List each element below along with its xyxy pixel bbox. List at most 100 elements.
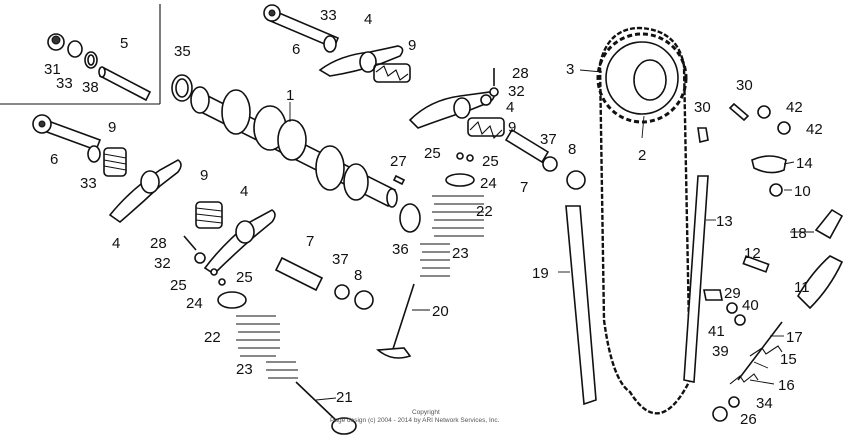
- callout-label: 3: [566, 61, 574, 78]
- pin-12: [742, 255, 770, 273]
- callout-label: 5: [120, 35, 128, 52]
- callout-label: 32: [508, 83, 525, 100]
- adjuster-28-lower: [183, 235, 206, 264]
- retainer-24-left: [217, 291, 247, 309]
- pushrod-17: [737, 321, 783, 381]
- callout-label: 1: [286, 87, 294, 104]
- callout-label: 23: [452, 245, 469, 262]
- nut-34: [728, 396, 740, 408]
- callout-label: 25: [170, 277, 187, 294]
- callout-label: 24: [480, 175, 497, 192]
- callout-label: 37: [540, 131, 557, 148]
- callout-label: 30: [736, 77, 753, 94]
- valve-spring-23-right: [420, 243, 450, 277]
- callout-label: 19: [532, 265, 549, 282]
- cotter-25-c: [210, 268, 218, 276]
- callout-label: 32: [154, 255, 171, 272]
- valve-spring-23-left: [266, 361, 298, 379]
- callout-label: 28: [512, 65, 529, 82]
- callout-label: 6: [292, 41, 300, 58]
- cam-chain: [598, 26, 692, 415]
- cap-8-lower: [354, 290, 374, 310]
- callout-label: 42: [786, 99, 803, 116]
- valve-21: [295, 381, 357, 435]
- cotter-25-b: [466, 154, 474, 162]
- nut-42b: [777, 121, 791, 135]
- callout-label: 31: [44, 61, 61, 78]
- callout-label: 7: [306, 233, 314, 250]
- retainer-24-right: [445, 173, 475, 187]
- callout-label: 11: [794, 279, 810, 296]
- callout-label: 20: [432, 303, 449, 320]
- bolt-29: [703, 289, 723, 301]
- valve-spring-22-left: [236, 315, 280, 357]
- nut-10: [769, 183, 783, 197]
- nut-41: [734, 314, 746, 326]
- valve-20: [376, 283, 415, 359]
- callout-label: 37: [332, 251, 349, 268]
- callouts: 1 2 3 4 4 4 4 5 6 6 7 7 8 8 9 9 9 9 10 1…: [44, 7, 823, 428]
- nut-40: [726, 302, 738, 314]
- callout-label: 35: [174, 43, 191, 60]
- pin-27: [392, 174, 406, 186]
- callout-label: 34: [756, 395, 773, 412]
- callout-label: 12: [744, 245, 761, 262]
- callout-label: 9: [408, 37, 416, 54]
- callout-label: 39: [712, 343, 729, 360]
- cap-8-upper: [566, 170, 586, 190]
- rocker-arm-center: [203, 209, 276, 276]
- callout-label: 42: [806, 121, 823, 138]
- callout-label: 33: [320, 7, 337, 24]
- callout-label: 16: [778, 377, 795, 394]
- rocker-shaft-lower: [32, 114, 102, 152]
- callout-label: 4: [240, 183, 248, 200]
- callout-label: 25: [482, 153, 499, 170]
- cotter-25-a: [456, 152, 464, 160]
- spring-16: [729, 373, 759, 385]
- callout-label: 4: [364, 11, 372, 28]
- bolt-26: [712, 406, 728, 422]
- plate-14: [751, 155, 787, 174]
- guide-19: [565, 205, 597, 406]
- callout-label: 26: [740, 411, 757, 428]
- callout-label: 25: [424, 145, 441, 162]
- cam-sprocket: [596, 32, 688, 124]
- callout-label: 41: [708, 323, 725, 340]
- guide-13: [683, 175, 709, 383]
- callout-label: 40: [742, 297, 759, 314]
- spring-9-left: [103, 147, 127, 177]
- nut-37-upper: [542, 156, 558, 172]
- copyright-notice: Copyright Page design (c) 2004 - 2014 by…: [330, 409, 500, 424]
- rocker-pin-upper: [504, 128, 550, 164]
- camshaft: [190, 86, 398, 208]
- callout-label: 23: [236, 361, 253, 378]
- callout-label: 18: [790, 225, 807, 242]
- callout-label: 36: [392, 241, 409, 258]
- copyright-line-1: Copyright: [412, 409, 440, 416]
- nut-42a: [757, 105, 771, 119]
- washer-33a: [323, 35, 337, 53]
- callout-label: 9: [108, 119, 116, 136]
- rocker-pin-lower: [274, 256, 324, 292]
- callout-label: 2: [638, 147, 646, 164]
- inset-frame: [0, 4, 161, 105]
- callout-label: 8: [354, 267, 362, 284]
- callout-label: 14: [796, 155, 813, 172]
- callout-label: 22: [476, 203, 493, 220]
- leader-lines: [289, 69, 814, 401]
- callout-label: 25: [236, 269, 253, 286]
- bolt-30-top: [728, 102, 750, 122]
- callout-label: 9: [508, 119, 516, 136]
- callout-label: 22: [204, 329, 221, 346]
- arm-11: [796, 255, 844, 310]
- callout-label: 15: [780, 351, 797, 368]
- callout-label: 17: [786, 329, 803, 346]
- bolt-30-side: [697, 127, 709, 143]
- spring-9-upper: [373, 63, 411, 83]
- nut-37-lower: [334, 284, 350, 300]
- callout-label: 24: [186, 295, 203, 312]
- callout-label: 21: [336, 389, 353, 406]
- copyright-line-2: Page design (c) 2004 - 2014 by ARI Netwo…: [330, 417, 500, 424]
- valve-spring-22-right: [432, 195, 484, 237]
